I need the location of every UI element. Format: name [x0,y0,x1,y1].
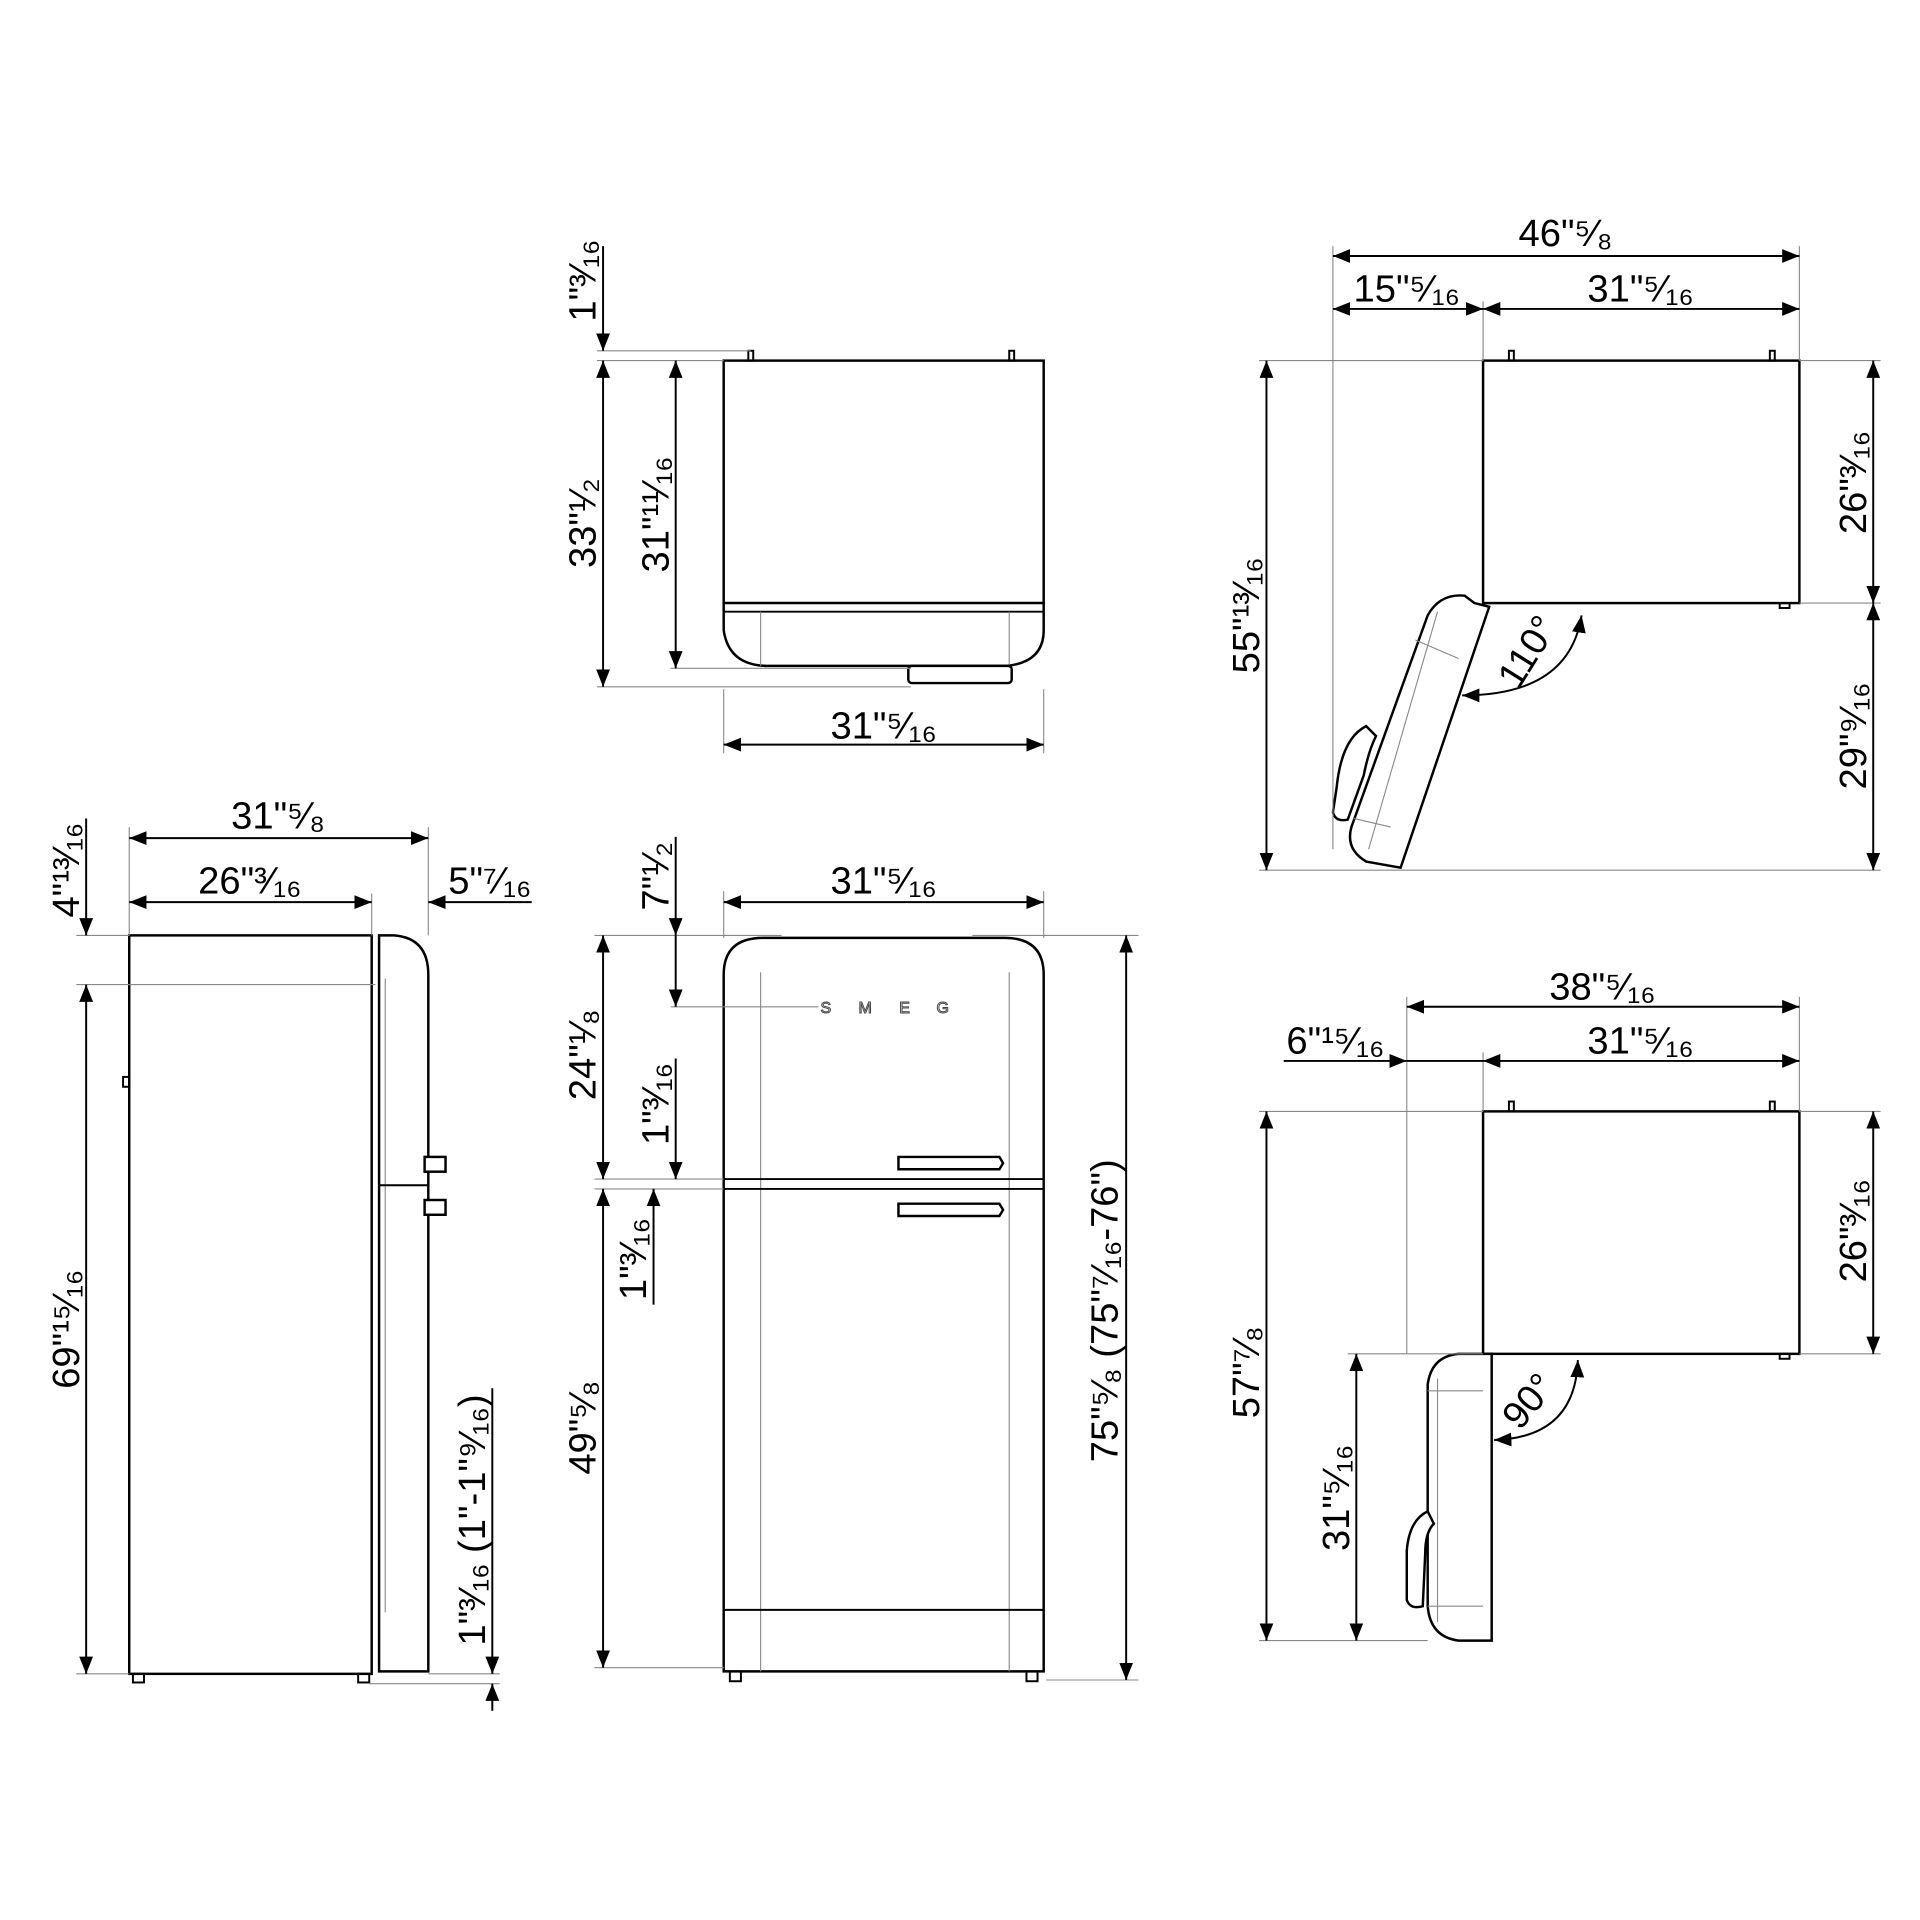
dim-label: 49"⁵⁄₈ [562,1381,605,1475]
cabinet-top [722,359,1045,605]
side-view: 31"⁵⁄₈ 26"³⁄₁₆ 5"⁷⁄₁₆ 4"¹³⁄₁₆ 69"¹⁵⁄₁₆ 1… [45,794,532,1711]
fridge-front [722,936,1045,1673]
dim-label: 75"⁵⁄₈ (75"⁷⁄₁₆-76") [1084,1159,1127,1462]
door-top [722,601,1045,668]
plan-door-110: 46"⁵⁄₈ 15"⁵⁄₁₆ 31"⁵⁄₁₆ 55"¹³⁄₁₆ 26"³⁄₁₆ … [1225,212,1881,871]
hinge-peg [1008,349,1016,362]
logo-letter: S [821,1000,832,1017]
dim-label: 31"⁵⁄₁₆ [1315,1445,1358,1551]
logo-letter: E [899,1000,910,1017]
dim-label: 31"⁵⁄₁₆ [830,860,936,903]
handle-110 [1331,724,1378,822]
fridge-handle [897,1202,1005,1218]
dim-label: 24"¹⁄₈ [562,1009,605,1100]
dim-label: 1"³⁄₁₆ [634,1063,677,1145]
dim-label: 33"¹⁄₂ [562,478,605,568]
dim-label: 57"⁷⁄₈ [1225,1326,1268,1418]
freezer-handle [897,1155,1005,1171]
angle-arc [1462,615,1586,703]
logo-letter: M [859,1000,872,1017]
dim-label: 1"³⁄₁₆ (1"-1"⁹⁄₁₆) [451,1394,494,1645]
handle-side [423,1155,447,1173]
dim-label: 5"⁷⁄₁₆ [448,860,531,903]
plan-door-90: 38"⁵⁄₁₆ 6"¹⁵⁄₁₆ 31"⁵⁄₁₆ 57"⁷⁄₈ 26"³⁄₁₆ 3… [1225,965,1881,1642]
dim-label: 31"⁵⁄₈ [231,794,325,837]
dim-label: 29"⁹⁄₁₆ [1832,683,1875,790]
cabinet-side [128,934,373,1676]
dim-label: 69"¹⁵⁄₁₆ [45,1270,88,1389]
cabinet-plan [1481,359,1801,605]
angle-arc [1494,1359,1585,1447]
door-side [377,934,430,1673]
door-open-110 [1348,594,1491,870]
angle-label: 110° [1489,608,1566,695]
angle-label: 90° [1494,1365,1564,1437]
dim-label: 31"¹¹⁄₁₆ [634,456,677,572]
cabinet-plan [1481,1110,1801,1356]
front-view: S M E G 31"⁵⁄₁₆ 7"¹⁄₂ 24"¹⁄₈ 1"³⁄₁₆ 1"³⁄… [562,836,1139,1683]
top-view: 1"³⁄₁₆ 33"¹⁄₂ 31"¹¹⁄₁₆ 31"⁵⁄₁₆ [562,240,1045,754]
dim-label: 26"³⁄₁₆ [198,860,301,903]
dim-label: 26"³⁄₁₆ [1832,431,1875,534]
dim-label: 31"⁵⁄₁₆ [830,704,936,747]
dim-label: 31"⁵⁄₁₆ [1587,268,1693,311]
dim-label: 26"³⁄₁₆ [1832,1179,1875,1282]
dim-label: 55"¹³⁄₁₆ [1225,557,1268,673]
handle-top [907,664,1013,685]
logo-letter: G [937,1000,949,1017]
dim-label: 7"¹⁄₂ [634,842,677,911]
dim-label: 46"⁵⁄₈ [1519,212,1613,255]
dim-label: 1"³⁄₁₆ [562,240,605,322]
hinge-peg [747,349,755,362]
dim-label: 6"¹⁵⁄₁₆ [1286,1020,1384,1063]
handle-90 [1405,1509,1436,1609]
dim-label: 15"⁵⁄₁₆ [1354,268,1460,311]
dim-label: 1"³⁄₁₆ [612,1218,655,1300]
handle-side [423,1198,447,1216]
dim-label: 4"¹³⁄₁₆ [45,823,88,918]
dim-label: 31"⁵⁄₁₆ [1587,1020,1693,1063]
dim-label: 38"⁵⁄₁₆ [1549,965,1655,1008]
